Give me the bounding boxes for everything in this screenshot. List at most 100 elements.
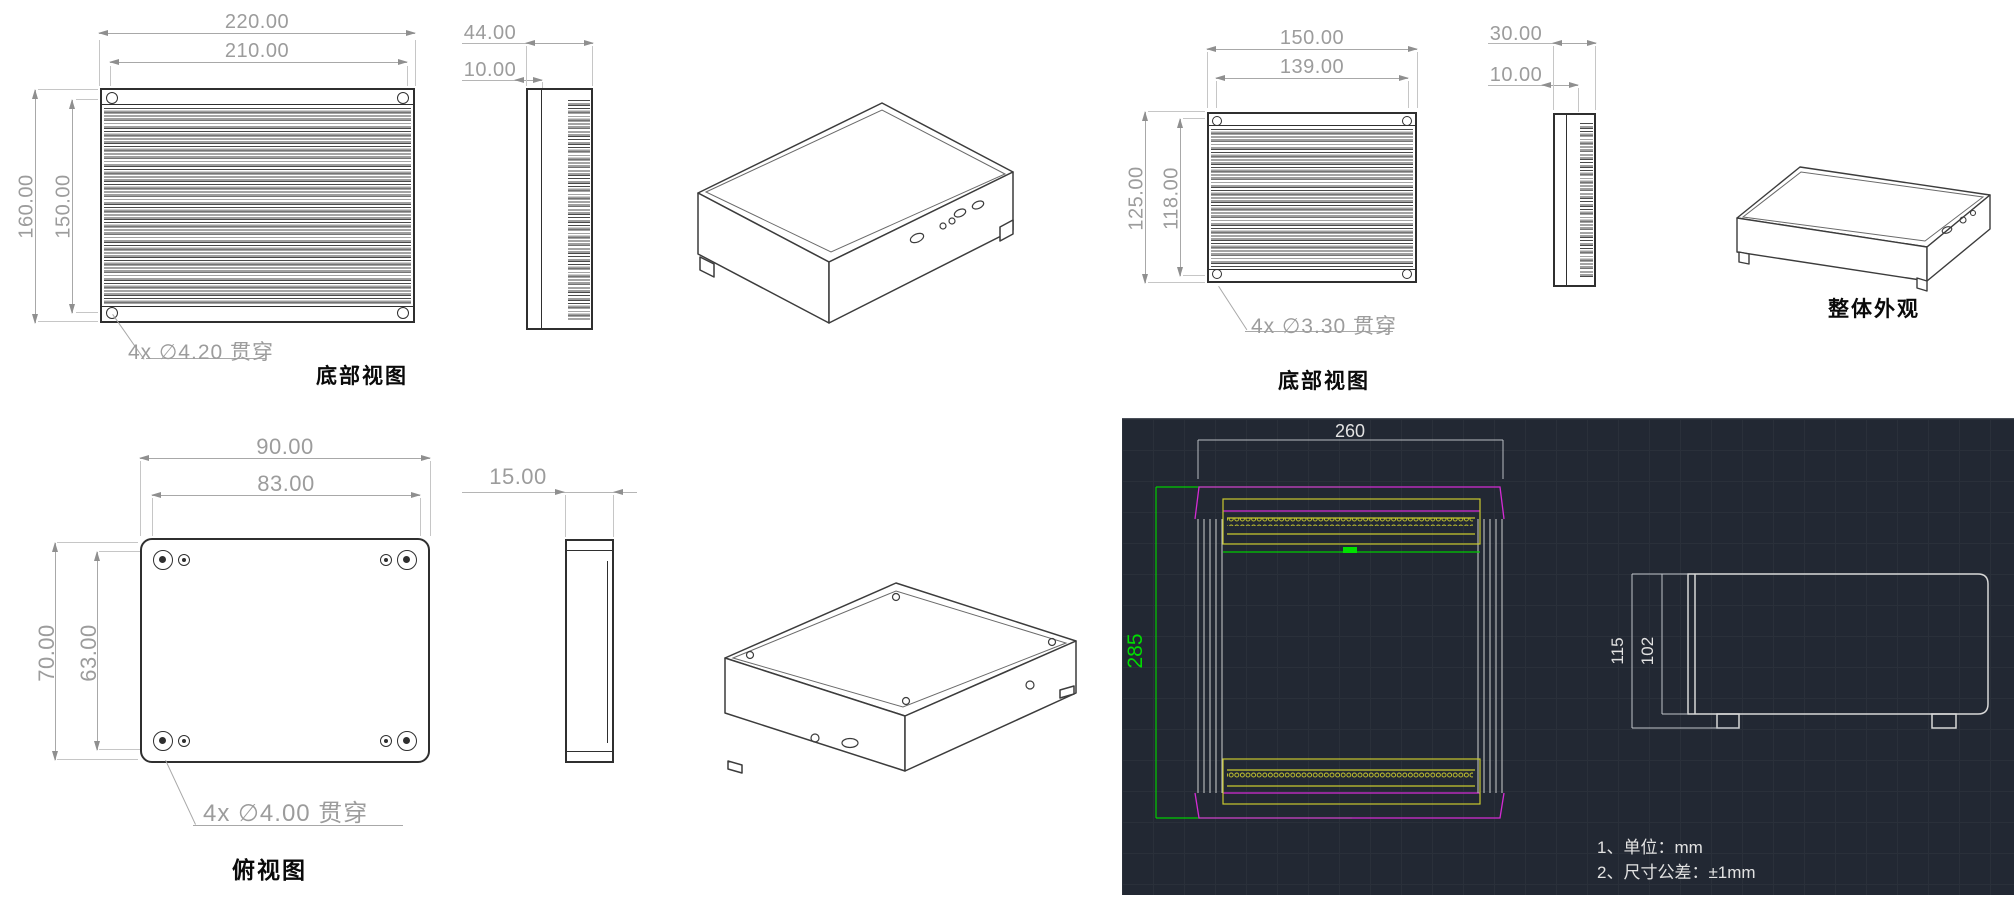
unit3-side-top-line	[567, 550, 612, 551]
unit2-dim-line-width-outer	[1206, 45, 1418, 53]
iso-foot	[727, 760, 743, 774]
iso-lid-line	[704, 109, 1007, 253]
screw-hole	[1402, 269, 1412, 279]
unit1-dim-height-outer: 160.00	[15, 174, 38, 239]
unit2-side-view	[1553, 113, 1596, 287]
screw-hole	[1212, 116, 1222, 126]
extension-line	[526, 46, 527, 86]
extension-line	[99, 40, 100, 86]
unit1-side-view	[526, 88, 593, 330]
unit2-dim-height-outer: 125.00	[1125, 166, 1148, 231]
iso-screw-head	[891, 592, 901, 602]
unit2-dim-width-outer: 150.00	[1279, 27, 1345, 49]
iso-right-face	[904, 640, 1077, 772]
iso-screw-head	[745, 650, 755, 660]
iso-connector-hole	[1969, 209, 1977, 217]
small-hole	[380, 554, 392, 566]
dim-arrow	[613, 488, 623, 495]
extension-line	[1148, 111, 1205, 112]
extension-line	[407, 66, 408, 86]
cad-side-dim-inner: 102	[1638, 636, 1657, 666]
cad-flange-outline	[1194, 486, 1505, 819]
iso-foot	[1738, 251, 1750, 265]
iso-connector-hole	[948, 217, 956, 225]
unit3-side-dim-line	[462, 492, 637, 493]
cad-lid-line	[1223, 547, 1480, 553]
unit1-side-dim-depth: 44.00	[463, 22, 517, 44]
iso-foot	[999, 219, 1014, 242]
extension-line	[1207, 52, 1208, 108]
cad-side-rails	[1197, 519, 1503, 793]
unit1-dim-line-height-outer	[31, 89, 39, 324]
extension-line	[420, 498, 421, 536]
extension-line	[99, 551, 140, 552]
unit2-side-dim-base: 10.00	[1489, 64, 1543, 86]
screw-hole	[1402, 116, 1412, 126]
iso-connector-slot	[909, 232, 925, 244]
iso-connector-slot	[953, 208, 967, 218]
extension-line	[99, 749, 140, 750]
unit3-side-door-line	[607, 561, 608, 743]
small-hole	[178, 735, 190, 747]
unit2-iso-caption: 整体外观	[1828, 298, 1920, 321]
iso-screw-head	[901, 696, 911, 706]
corner-screw-boss	[397, 731, 417, 751]
unit2-hole-note: 4x ∅3.30 贯穿	[1251, 315, 1398, 338]
screw-hole	[397, 307, 409, 319]
unit1-side-dim-base: 10.00	[463, 59, 517, 81]
unit1-caption: 底部视图	[316, 365, 408, 388]
small-hole	[380, 735, 392, 747]
cad-side-dim-outer: 115	[1608, 637, 1627, 665]
unit2-bottom-tab-line	[1209, 269, 1415, 270]
corner-screw-boss	[397, 550, 417, 570]
iso-foot	[699, 256, 715, 278]
unit1-leader-underline	[146, 358, 266, 359]
unit3-dim-line-height-outer	[51, 542, 59, 761]
dim-arrow	[555, 488, 565, 495]
screw-hole	[106, 307, 118, 319]
unit2-dim-line-height-outer	[1141, 111, 1149, 284]
extension-line	[1417, 52, 1418, 108]
unit3-leader-line	[165, 760, 197, 825]
extension-line	[1183, 275, 1205, 276]
unit2-leader-line	[1218, 286, 1248, 331]
unit3-dim-height-inner: 63.00	[76, 624, 101, 682]
cad-dim-height-graphics	[1155, 486, 1360, 819]
extension-line	[38, 321, 98, 322]
iso-connector-slot	[971, 200, 985, 210]
extension-line	[1408, 81, 1409, 108]
extension-line	[57, 759, 138, 760]
unit1-dim-width-outer: 220.00	[224, 11, 290, 33]
extension-line	[76, 312, 98, 313]
extension-line	[76, 99, 98, 100]
screw-hole	[397, 92, 409, 104]
unit1-side-fins	[568, 98, 590, 320]
cad-side-view-dims	[1631, 573, 1739, 729]
cad-vent-holes-top	[1227, 518, 1473, 526]
small-hole	[178, 554, 190, 566]
extension-line	[1183, 118, 1205, 119]
unit1-dim-line-width-outer	[98, 29, 416, 37]
iso-screw-head	[1047, 637, 1057, 647]
unit1-dim-line-width-inner	[109, 58, 408, 66]
unit1-dim-width-inner: 210.00	[224, 40, 290, 62]
extension-line	[38, 89, 98, 90]
iso-connector-slot	[841, 737, 859, 749]
unit3-isometric-view	[724, 582, 1077, 774]
unit1-side-inner-line	[541, 90, 542, 328]
unit1-hole-note: 4x ∅4.20 贯穿	[128, 341, 275, 364]
iso-foot	[1916, 277, 1928, 292]
cad-vent-strip-bottom	[1222, 758, 1481, 805]
extension-line	[1148, 282, 1205, 283]
unit3-dim-line-height-inner	[93, 551, 101, 751]
cad-dim-width: 260	[1334, 421, 1366, 441]
unit2-side-dim-depth: 30.00	[1489, 23, 1543, 45]
extension-line	[592, 46, 593, 86]
extension-line	[152, 498, 153, 536]
extension-line	[430, 461, 431, 536]
unit3-dim-line-width-outer	[139, 454, 431, 462]
cad-vent-holes-bottom	[1227, 770, 1473, 778]
unit1-bottom-tab-line	[102, 306, 413, 307]
extension-line	[57, 542, 138, 543]
unit2-side-dim-line-base	[1541, 81, 1579, 89]
